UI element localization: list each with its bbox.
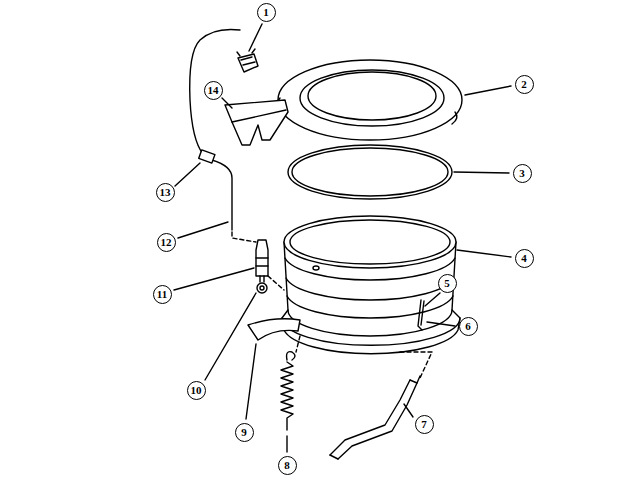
leader-lines [174,24,511,452]
shield-part [225,100,288,145]
callout-number: 13 [156,183,175,202]
callout-number: 4 [515,249,534,268]
callout-number: 5 [438,274,457,293]
callout-number: 11 [153,285,172,304]
callout-number: 3 [513,164,532,183]
pad-part [248,319,300,340]
callout-number: 9 [235,423,254,442]
callout-number: 12 [157,233,176,252]
gasket-ring [288,145,452,199]
callout-number: 7 [415,415,434,434]
clamp-part [199,150,215,163]
nut-hole [260,286,264,290]
spring-part [281,352,295,430]
callout-number: 1 [257,3,276,22]
cap-part [237,49,258,72]
clip-part-edge [421,301,424,325]
hose-part [190,29,240,154]
callout-number: 10 [187,381,206,400]
tub-ring [277,60,462,140]
tub-body [282,216,460,354]
tube-part [212,160,232,230]
strap-bracket [330,376,420,459]
callout-number: 8 [278,456,297,475]
valve-part [256,240,268,282]
assembly-lines [232,232,432,378]
callout-number: 14 [204,81,223,100]
nut-part [257,283,267,293]
callout-number: 2 [515,75,534,94]
callout-number: 6 [459,317,478,336]
